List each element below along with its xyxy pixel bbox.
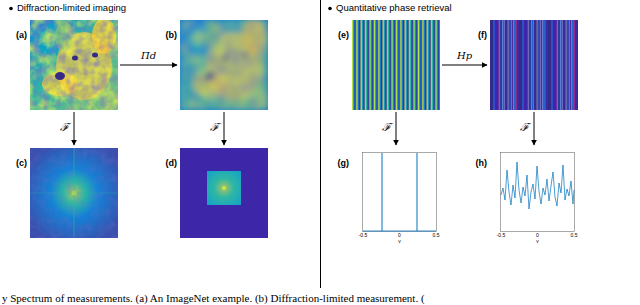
section-heading: Diffraction-limited imaging	[17, 3, 126, 13]
operator-label: ℱ	[381, 122, 392, 134]
panel-label: (a)	[16, 30, 27, 41]
illustration-part	[490, 148, 578, 240]
illustration-part	[55, 72, 65, 80]
illustration-part	[417, 153, 418, 231]
illustration-part	[30, 20, 118, 110]
illustration-part	[30, 20, 118, 110]
transform-arrow	[120, 65, 177, 66]
illustration-part	[501, 153, 575, 232]
figure-caption: y Spectrum of measurements. (a) An Image…	[2, 292, 425, 304]
panel-label: (h)	[476, 158, 488, 169]
illustration-part	[30, 20, 118, 110]
panel-divider	[320, 0, 321, 288]
illustration-part	[30, 148, 118, 238]
illustration-part	[352, 148, 440, 240]
illustration-part	[30, 20, 118, 110]
axis-tick: -0.5	[359, 233, 368, 239]
panel-label: (f)	[478, 30, 487, 41]
figure-panel: (c)	[30, 148, 118, 238]
illustration-part	[180, 20, 268, 110]
panel-label: (d)	[166, 158, 178, 169]
axis-tick: 0.5	[433, 233, 440, 239]
figure-panel: (a)	[30, 20, 118, 110]
panel-label: (c)	[16, 158, 27, 169]
illustration-part	[382, 153, 383, 231]
blurred-image	[180, 20, 268, 110]
figure-panel: (f)	[490, 20, 578, 110]
transform-arrow	[442, 65, 487, 66]
spectrum-image	[30, 148, 118, 238]
transform-arrow	[74, 112, 75, 145]
illustration-part	[207, 171, 241, 205]
axis-tick: 0.5	[571, 233, 578, 239]
axis-tick: 0	[536, 233, 539, 239]
axis-tick: -0.5	[497, 233, 506, 239]
axis-tick: v	[536, 239, 539, 245]
section-heading: Quantitative phase retrieval	[336, 3, 452, 13]
illustration-part	[72, 56, 78, 61]
illustration-part	[180, 20, 268, 110]
panel-label: (b)	[166, 30, 178, 41]
figure-panel: (d)	[180, 148, 268, 238]
axis-tick: 0	[398, 233, 401, 239]
figure-panel: (e)	[352, 20, 440, 110]
operator-label: Hp	[456, 50, 473, 61]
panel-label: (g)	[338, 158, 350, 169]
illustration-part	[501, 162, 574, 209]
operator-label: ℱ	[519, 122, 530, 134]
operator-label: ℱ	[59, 122, 70, 134]
operator-label: ℱ	[209, 122, 220, 134]
spectrum-plot	[352, 148, 440, 240]
stripe-image	[490, 20, 578, 110]
illustration-part	[363, 153, 437, 232]
transform-arrow	[534, 112, 535, 145]
stripe-image	[352, 20, 440, 110]
panel-label: (e)	[338, 30, 349, 41]
dog-image	[30, 20, 118, 110]
illustration-part	[92, 53, 98, 58]
figure-panel: (g)	[352, 148, 440, 240]
bullet-dot	[9, 7, 13, 11]
transform-arrow	[224, 112, 225, 145]
illustration-part	[180, 20, 268, 110]
illustration-part	[30, 193, 118, 194]
spectrum-image	[180, 148, 268, 238]
figure-panel: (h)	[490, 148, 578, 240]
figure-panel: (b)	[180, 20, 268, 110]
transform-arrow	[396, 112, 397, 145]
illustration-part	[363, 231, 436, 232]
bullet-dot	[328, 7, 332, 11]
operator-label: Πd	[140, 50, 157, 61]
spectrum-plot	[490, 148, 578, 240]
illustration-part	[30, 148, 118, 238]
axis-tick: v	[398, 239, 401, 245]
illustration-part	[180, 148, 268, 238]
